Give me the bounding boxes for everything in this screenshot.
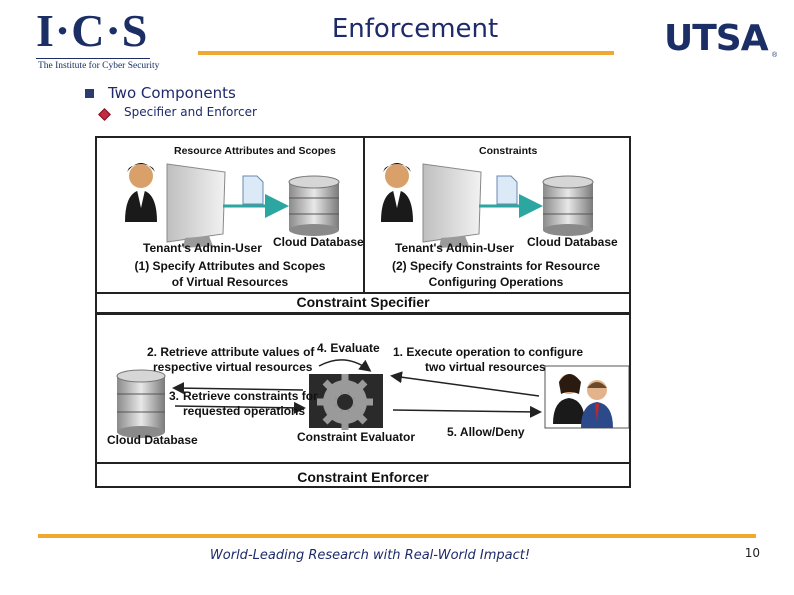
- ics-logo-rule: [36, 58, 150, 59]
- enforcer-step1-line2: two virtual resources: [425, 360, 546, 374]
- document-icon: [242, 175, 264, 205]
- gear-icon: [309, 374, 383, 430]
- constraint-enforcer-title: Constraint Enforcer: [297, 469, 429, 485]
- diamond-bullet-icon: [98, 108, 111, 121]
- specifier-right-step-line1: (2) Specify Constraints for Resource: [391, 259, 601, 273]
- constraint-evaluator-label: Constraint Evaluator: [297, 430, 416, 444]
- enforcer-db-label: Cloud Database: [107, 433, 198, 447]
- admin-user-icon: [381, 163, 413, 222]
- database-icon: [542, 175, 594, 236]
- users-icon: [544, 365, 629, 429]
- utsa-registered-mark: ®: [772, 52, 778, 59]
- enforcer-step2-line2: respective virtual resources: [153, 360, 313, 374]
- specifier-left-db-label: Cloud Database: [273, 235, 364, 249]
- specifier-title-divider: [97, 292, 629, 294]
- architecture-diagram: Resource Attributes and Scopes Tenant's …: [95, 136, 631, 488]
- utsa-logo: UTSA: [664, 18, 769, 59]
- monitor-icon: [422, 163, 482, 248]
- ics-logo-subtitle: The Institute for Cyber Security: [38, 61, 160, 71]
- database-icon: [288, 175, 340, 236]
- specifier-right-arrow-label: Constraints: [479, 145, 538, 157]
- title-underline: [198, 51, 614, 55]
- monitor-icon: [166, 163, 226, 248]
- specifier-right-user-label: Tenant's Admin-User: [395, 241, 514, 255]
- page-number: 10: [744, 546, 760, 560]
- enforcer-step3-number: 3.: [169, 389, 180, 403]
- specifier-left-arrow-label: Resource Attributes and Scopes: [174, 145, 336, 157]
- square-bullet-icon: [85, 89, 94, 98]
- enforcer-step2-line1: 2. Retrieve attribute values of: [147, 345, 315, 359]
- enforcer-step3-line2: requested operations: [183, 404, 306, 418]
- database-icon: [116, 369, 166, 438]
- specifier-left-user-label: Tenant's Admin-User: [143, 241, 262, 255]
- document-icon: [496, 175, 518, 205]
- section-divider: [97, 312, 629, 315]
- slide-title: Enforcement: [331, 14, 499, 44]
- footer-tagline: World-Leading Research with Real-World I…: [209, 548, 531, 563]
- enforcer-title-divider: [97, 462, 629, 464]
- bullet-level2: Specifier and Enforcer: [124, 105, 257, 119]
- specifier-right-step-line2: Configuring Operations: [428, 275, 564, 289]
- enforcer-step5: 5. Allow/Deny: [447, 425, 525, 439]
- specifier-left-step-line2: of Virtual Resources: [171, 275, 289, 289]
- constraint-specifier-title: Constraint Specifier: [296, 294, 430, 310]
- admin-user-icon: [125, 163, 157, 222]
- footer-rule: [38, 534, 756, 538]
- bullet-level1: Two Components: [108, 84, 236, 102]
- enforcer-step1-line1: 1. Execute operation to configure: [393, 345, 584, 359]
- enforcer-step3-line1: Retrieve constraints for: [183, 389, 318, 403]
- specifier-column-divider: [363, 138, 365, 292]
- diagram-graphics: [116, 163, 629, 438]
- ics-logo: I·C·S: [36, 5, 149, 56]
- specifier-right-db-label: Cloud Database: [527, 235, 618, 249]
- specifier-left-step-line1: (1) Specify Attributes and Scopes: [134, 259, 326, 273]
- enforcer-step4: 4. Evaluate: [317, 341, 380, 355]
